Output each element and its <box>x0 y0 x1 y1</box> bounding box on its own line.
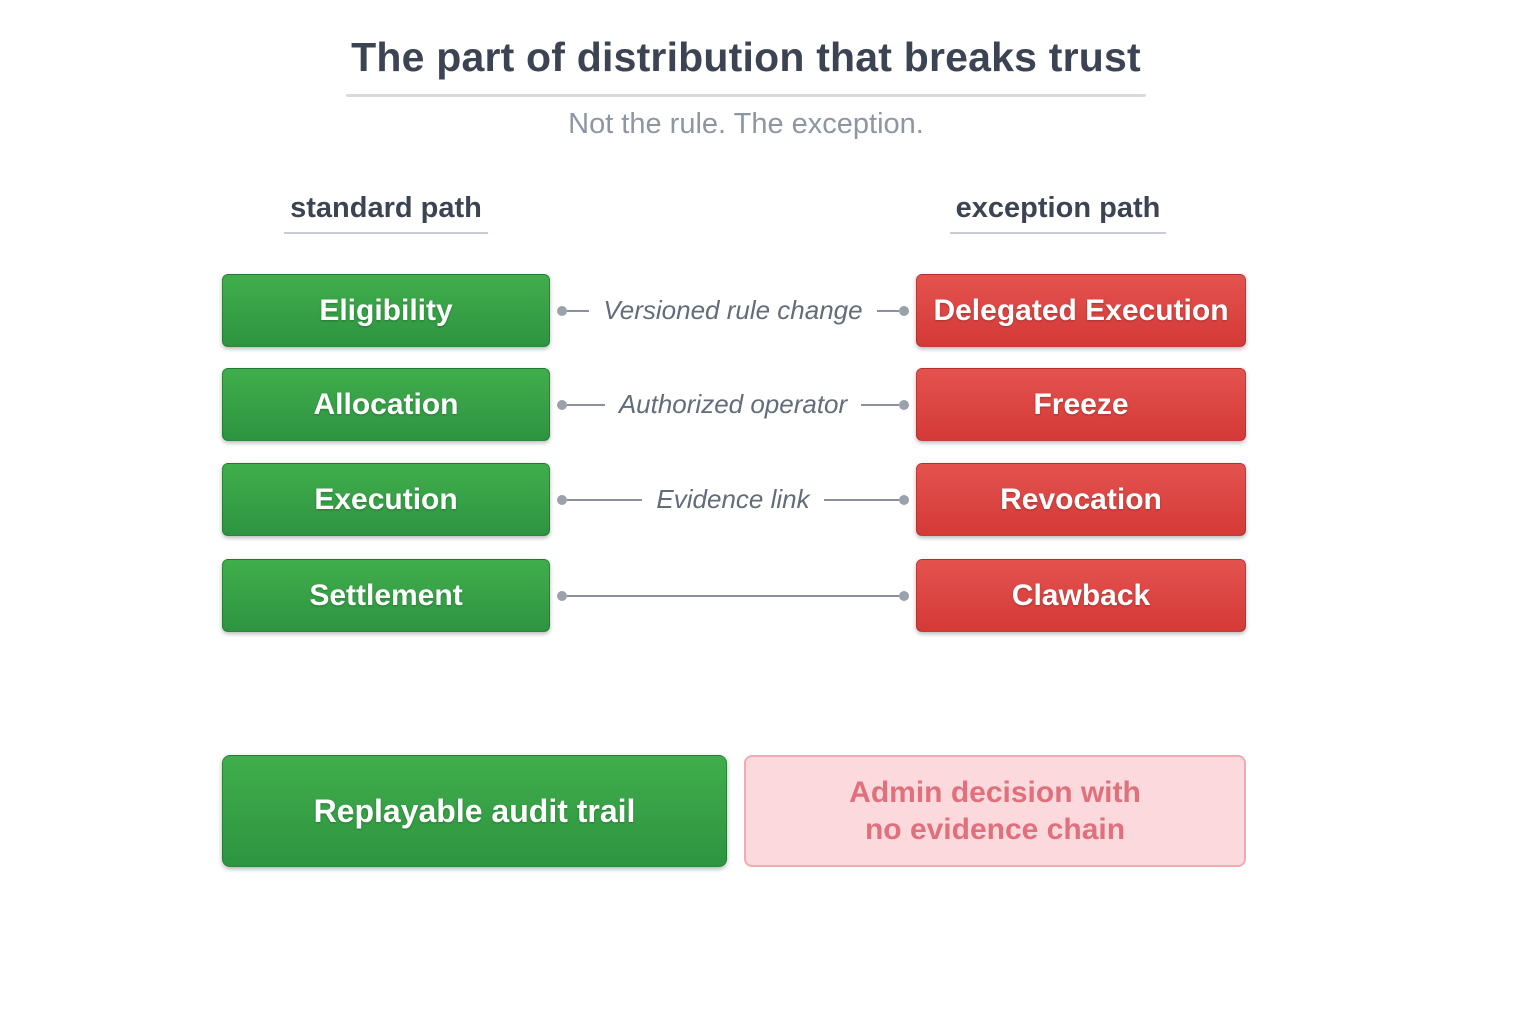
connector-line <box>823 498 900 501</box>
connector-dot-right <box>899 590 909 601</box>
connector <box>557 590 909 601</box>
page-subtitle: Not the rule. The exception. <box>568 108 924 140</box>
connector-dot-left <box>557 494 567 505</box>
connector-label: Versioned rule change <box>603 295 863 325</box>
exception-step-box: Delegated Execution <box>916 274 1246 347</box>
connector-line <box>733 594 899 597</box>
admin-decision-label-line2: no evidence chain <box>864 813 1126 846</box>
connector-line <box>567 309 590 312</box>
connector: Evidence link <box>557 484 910 515</box>
exception-step-label: Revocation <box>1000 482 1162 516</box>
exception-step-label: Freeze <box>1033 387 1129 421</box>
connector-line <box>876 309 899 312</box>
connector-dot-right <box>899 399 909 410</box>
admin-decision-box: Admin decision with no evidence chain <box>744 755 1246 867</box>
standard-step-label: Allocation <box>313 387 459 421</box>
connector-label: Evidence link <box>656 484 810 514</box>
connector: Authorized operator <box>557 389 909 420</box>
connector-dot-right <box>899 305 909 316</box>
replayable-audit-trail-label: Replayable audit trail <box>313 792 636 829</box>
connector-line <box>861 403 899 406</box>
flow-row: Execution Evidence link Revocation <box>222 463 1246 536</box>
connector-dot-left <box>557 399 567 410</box>
admin-decision-label-line1: Admin decision with <box>849 775 1141 809</box>
exception-step-box: Freeze <box>916 368 1246 441</box>
column-header-exception-path: exception path <box>893 192 1223 234</box>
flow-row: Settlement Clawback <box>222 559 1246 632</box>
flow-row: Eligibility Versioned rule change Delega… <box>222 274 1246 347</box>
connector-dot-left <box>557 305 567 316</box>
connector-line <box>567 594 733 597</box>
connector: Versioned rule change <box>557 295 909 326</box>
standard-step-box: Execution <box>222 463 550 536</box>
standard-step-label: Execution <box>314 482 458 516</box>
standard-step-box: Allocation <box>222 368 550 441</box>
flow-row: Allocation Authorized operator Freeze <box>222 368 1246 441</box>
connector-label: Authorized operator <box>618 389 848 419</box>
standard-step-box: Settlement <box>222 559 550 632</box>
exception-step-label: Delegated Execution <box>933 293 1229 327</box>
connector-line <box>567 498 643 501</box>
column-header-standard-path: standard path <box>222 192 550 234</box>
connector-line <box>567 403 605 406</box>
connector-dot-right <box>899 494 910 505</box>
exception-step-label: Clawback <box>1011 578 1151 612</box>
column-header-exception-path-label: exception path <box>949 192 1167 234</box>
page-title: The part of distribution that breaks tru… <box>351 34 1141 80</box>
title-divider <box>346 94 1146 97</box>
exception-step-box: Revocation <box>916 463 1246 536</box>
column-header-standard-path-label: standard path <box>284 192 488 234</box>
connector-dot-left <box>557 590 567 601</box>
replayable-audit-trail-box: Replayable audit trail <box>222 755 727 867</box>
exception-step-box: Clawback <box>916 559 1246 632</box>
standard-step-box: Eligibility <box>222 274 550 347</box>
standard-step-label: Settlement <box>309 578 463 612</box>
standard-step-label: Eligibility <box>319 293 453 327</box>
header: The part of distribution that breaks tru… <box>0 34 1492 141</box>
